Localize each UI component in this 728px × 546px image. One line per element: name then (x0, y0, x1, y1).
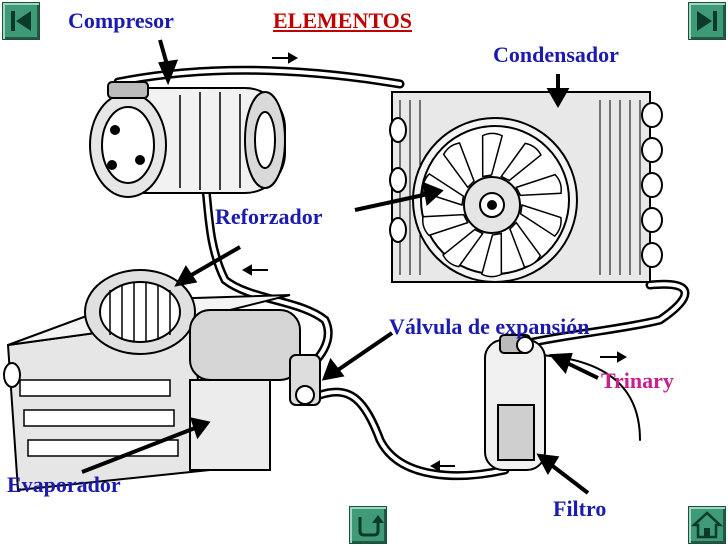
label-evaporador: Evaporador (7, 472, 121, 497)
fan-blade (442, 228, 484, 268)
expansion-valve-drawing (289, 354, 321, 406)
home-icon (690, 511, 724, 539)
fan-blade (480, 232, 503, 278)
condenser-drawing (389, 91, 663, 283)
refrigerant-lines (113, 65, 690, 481)
first-slide-button[interactable] (2, 2, 40, 40)
fan-blade (442, 142, 475, 189)
return-icon (358, 515, 384, 537)
last-slide-button[interactable] (688, 2, 726, 40)
fan-blade (422, 172, 465, 206)
fan-blade (515, 173, 562, 197)
fan-blade (422, 213, 469, 237)
label-pointers (81, 39, 599, 495)
evaporator-drawing (3, 269, 301, 492)
filter-drier-drawing (484, 334, 546, 471)
label-compresor: Compresor (68, 8, 174, 33)
label-condensador: Condensador (493, 42, 619, 67)
fan-blade (500, 142, 542, 182)
fan-blade (509, 221, 542, 268)
home-button[interactable] (688, 506, 726, 544)
compressor-drawing (89, 81, 286, 198)
label-trinary: Trinary (601, 368, 674, 393)
label-valvula-expansion: Válvula de expansión (389, 314, 590, 339)
first-slide-icon (11, 11, 31, 31)
last-slide-icon (697, 11, 717, 31)
label-reforzador: Reforzador (215, 204, 323, 229)
fan-blade (519, 204, 562, 238)
return-button[interactable] (349, 506, 387, 544)
fan-blade (481, 132, 504, 178)
flow-arrows (241, 52, 628, 472)
label-filtro: Filtro (553, 496, 607, 521)
slide-title: ELEMENTOS (273, 8, 412, 33)
